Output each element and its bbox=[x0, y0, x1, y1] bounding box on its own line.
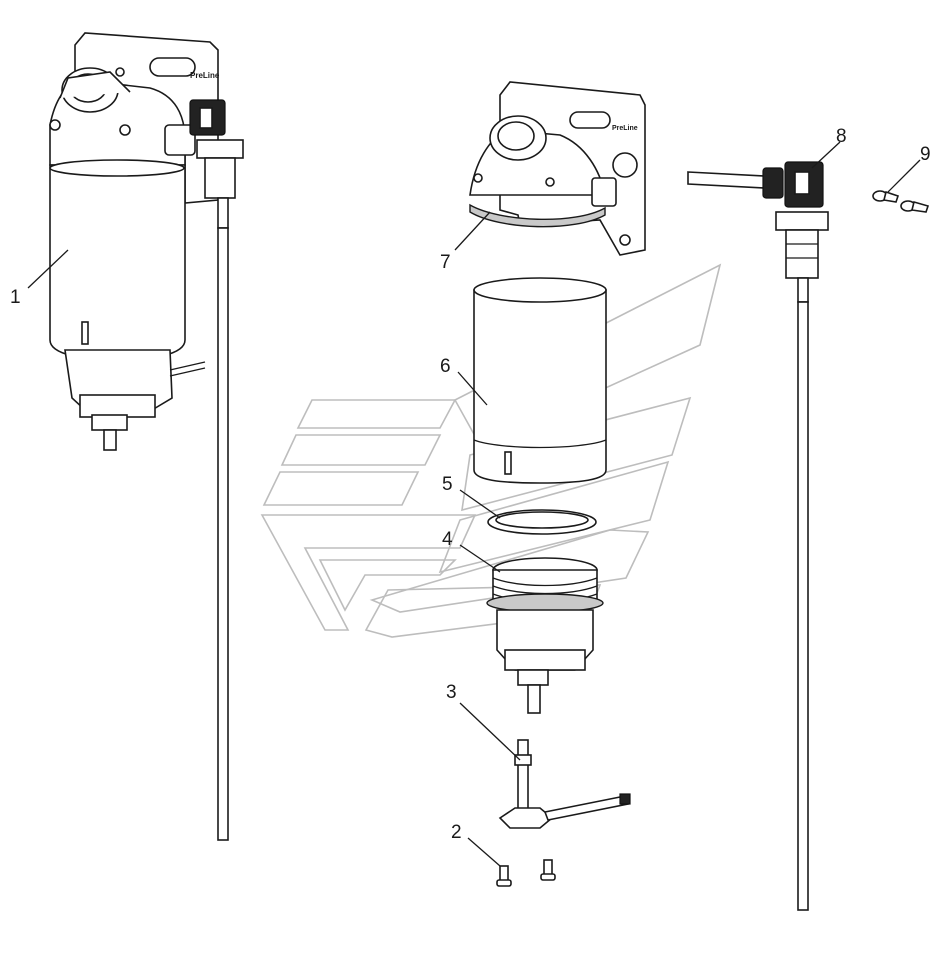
part-6-filter-element bbox=[473, 277, 607, 484]
leader-7 bbox=[454, 211, 491, 251]
leader-3 bbox=[459, 702, 521, 761]
logo-text-left: PreLine bbox=[190, 71, 220, 80]
callout-1: 1 bbox=[10, 287, 21, 308]
part-5-seal-ring bbox=[487, 509, 597, 535]
leader-4 bbox=[459, 544, 501, 573]
leader-8 bbox=[811, 141, 841, 169]
callout-7: 7 bbox=[440, 252, 451, 273]
callout-2: 2 bbox=[451, 822, 462, 843]
leader-2 bbox=[467, 837, 501, 867]
part-8-sensor-probe bbox=[687, 161, 829, 911]
part-4-bowl bbox=[486, 557, 604, 714]
callout-3: 3 bbox=[446, 682, 457, 703]
logo-text-center: PreLine bbox=[612, 125, 638, 132]
leader-6 bbox=[457, 371, 488, 406]
callout-4: 4 bbox=[442, 529, 453, 550]
leader-lines bbox=[27, 141, 921, 867]
leader-9 bbox=[887, 159, 921, 193]
part-2-screws bbox=[496, 859, 556, 887]
callout-6: 6 bbox=[440, 356, 451, 377]
callout-8: 8 bbox=[836, 126, 847, 147]
callout-5: 5 bbox=[442, 474, 453, 495]
callout-labels: 1 2 3 4 5 6 7 8 9 bbox=[10, 126, 931, 843]
part-9-screws bbox=[872, 190, 930, 213]
leader-5 bbox=[459, 489, 501, 519]
part-3-drain-sensor bbox=[498, 739, 631, 829]
leader-1 bbox=[27, 249, 69, 289]
part-7-filter-head: PreLine bbox=[469, 81, 646, 256]
callout-9: 9 bbox=[920, 144, 931, 165]
part-1-filter-assembly: PreLine bbox=[49, 32, 244, 841]
